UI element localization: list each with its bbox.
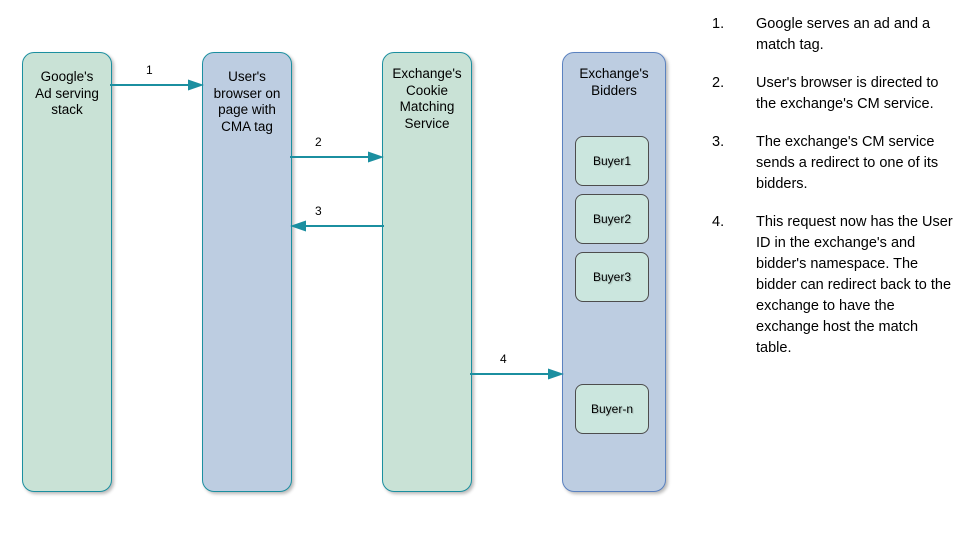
step-item: 3. The exchange's CM service sends a red…	[708, 132, 954, 195]
arrow-right-icon-2	[290, 151, 384, 163]
buyer-box: Buyer2	[575, 194, 649, 244]
step-text: The exchange's CM service sends a redire…	[756, 134, 939, 192]
step-number: 4.	[712, 214, 725, 230]
step-item: 4. This request now has the User ID in t…	[708, 212, 954, 359]
steps-list: 1. Google serves an ad and a match tag. …	[708, 14, 954, 376]
step-number: 3.	[712, 134, 725, 150]
step-item: 2. User's browser is directed to the exc…	[708, 73, 954, 115]
buyer-box: Buyer3	[575, 252, 649, 302]
arrow-right-icon-1	[110, 79, 204, 91]
arrow-label-3: 3	[315, 204, 322, 218]
step-number: 1.	[712, 16, 725, 32]
arrow-label-1: 1	[146, 63, 153, 77]
step-text: User's browser is directed to the exchan…	[756, 75, 939, 112]
arrow-right-icon-4	[470, 368, 564, 380]
arrow-left-icon-3	[290, 220, 384, 232]
arrow-label-4: 4	[500, 352, 507, 366]
step-text: This request now has the User ID in the …	[756, 214, 953, 356]
buyer-box: Buyer1	[575, 136, 649, 186]
step-item: 1. Google serves an ad and a match tag.	[708, 14, 954, 56]
arrow-label-2: 2	[315, 135, 322, 149]
step-number: 2.	[712, 75, 725, 91]
buyer-box: Buyer-n	[575, 384, 649, 434]
step-text: Google serves an ad and a match tag.	[756, 16, 931, 53]
